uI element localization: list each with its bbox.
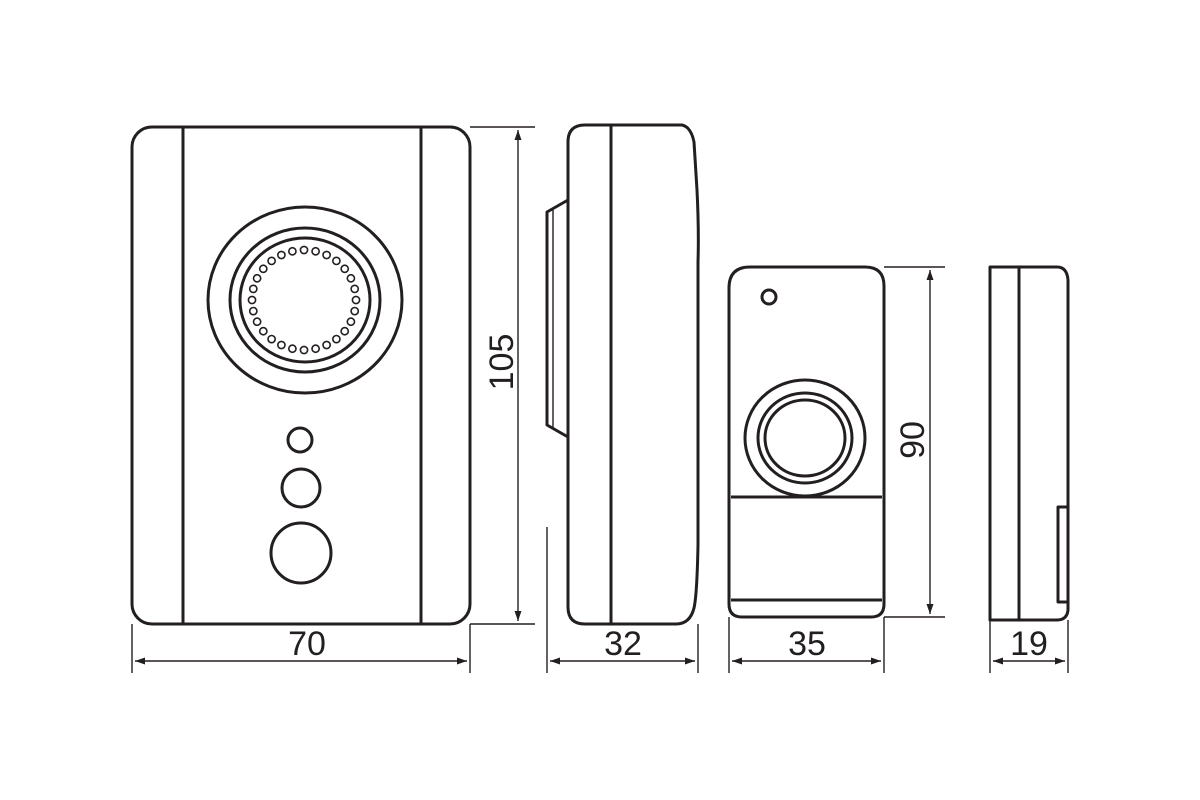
base-height-label: 105 (483, 334, 521, 391)
button-depth-label: 19 (1010, 625, 1048, 663)
grille-hole (331, 256, 341, 266)
grille-hole (267, 334, 276, 344)
grille-hole (267, 256, 276, 266)
button-width-label: 35 (788, 625, 826, 663)
grille-hole (299, 345, 309, 355)
grille-hole (247, 295, 257, 305)
base-unit-side-view (545, 123, 700, 626)
grille-hole (322, 340, 331, 350)
grille-hole (350, 306, 360, 316)
base-width-label: 70 (288, 625, 326, 663)
base-unit-front-view (130, 125, 472, 626)
grille-dots (247, 245, 361, 355)
grille-hole (276, 340, 286, 350)
button-unit-front-view (727, 265, 886, 619)
grille-hole (340, 326, 350, 336)
dimension-button-height: 90 (884, 266, 945, 618)
button-indicator-led (760, 288, 778, 306)
grille-hole (322, 250, 331, 260)
button-unit-side-view (988, 265, 1070, 622)
dimension-button-width: 35 (728, 617, 885, 673)
dimension-button-depth: 19 (989, 620, 1069, 673)
call-button (743, 378, 867, 498)
grille-hole (258, 264, 268, 274)
indicator-led (286, 426, 314, 454)
large-button (269, 521, 333, 585)
grille-hole (346, 317, 356, 327)
grille-hole (311, 344, 320, 354)
speaker-grille (206, 205, 404, 395)
grille-hole (340, 264, 350, 274)
dimension-base-depth: 32 (546, 527, 699, 673)
grille-hole (287, 344, 297, 354)
grille-hole (346, 273, 356, 283)
grille-hole (299, 245, 309, 255)
grille-hole (350, 284, 360, 294)
dimension-base-width: 70 (131, 624, 471, 673)
grille-hole (311, 246, 320, 256)
grille-hole (252, 317, 262, 327)
grille-hole (351, 295, 361, 305)
grille-hole (331, 334, 341, 344)
small-button (280, 467, 322, 509)
grille-hole (276, 250, 286, 260)
grille-hole (248, 306, 258, 316)
dimension-base-height: 105 (470, 126, 535, 625)
grille-hole (287, 246, 297, 256)
grille-hole (252, 273, 262, 283)
button-height-label: 90 (894, 421, 932, 459)
grille-hole (258, 326, 268, 336)
grille-hole (248, 284, 258, 294)
base-depth-label: 32 (604, 625, 642, 663)
